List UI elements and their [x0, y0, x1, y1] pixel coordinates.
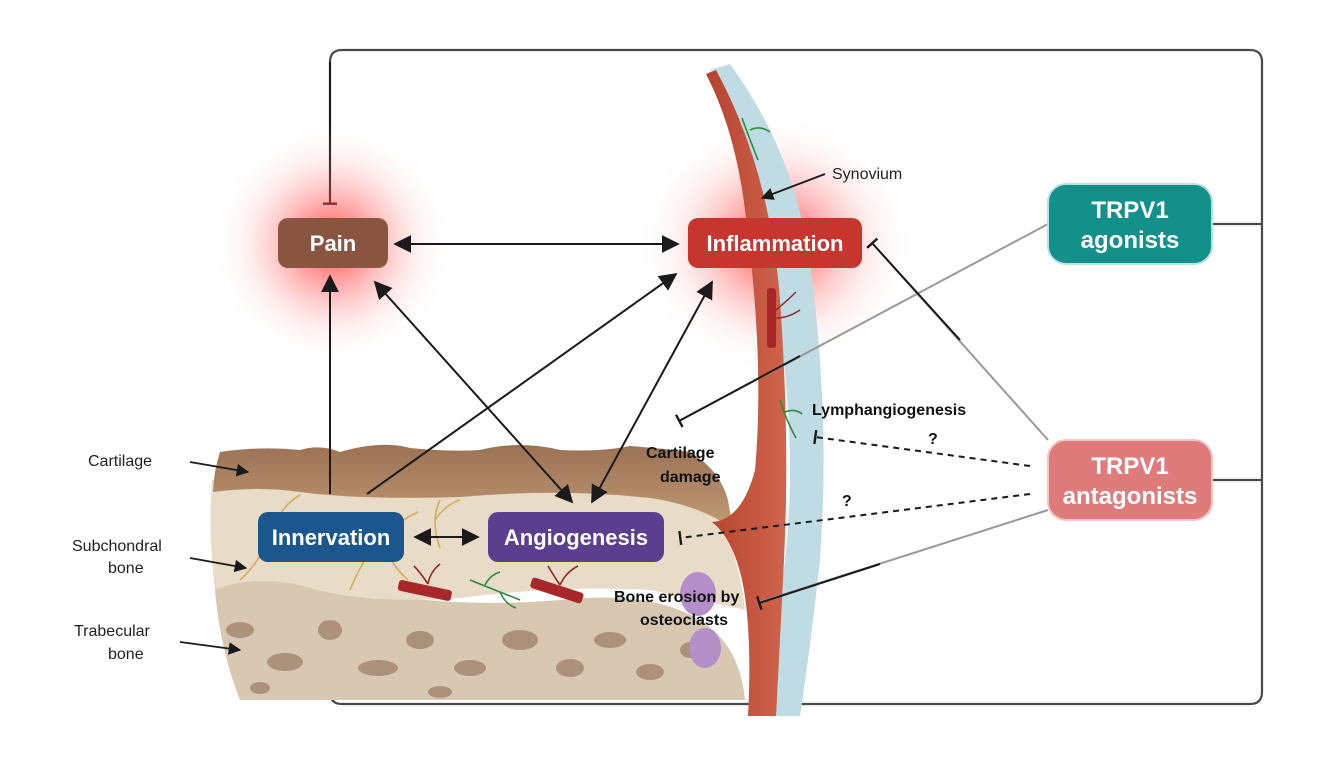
inflammation-label: Inflammation	[707, 231, 844, 256]
trpv1-antagonists-node: TRPV1 antagonists	[1048, 440, 1212, 520]
pain-node: Pain	[278, 218, 388, 268]
lymphangiogenesis-label: Lymphangiogenesis	[812, 402, 966, 419]
agonists-label-line2: agonists	[1081, 227, 1180, 254]
osteoclast	[689, 628, 721, 668]
antagonists-label-line2: antagonists	[1063, 483, 1198, 510]
unknown-mark-1: ?	[928, 431, 938, 448]
bone-erosion-label-line2: osteoclasts	[640, 612, 728, 629]
subchondral-label-line2: bone	[108, 560, 144, 577]
angiogenesis-node: Angiogenesis	[488, 512, 664, 562]
bone-erosion-label-line1: Bone erosion by	[614, 589, 739, 606]
antagonists-label-line1: TRPV1	[1091, 453, 1168, 480]
trpv1-agonists-node: TRPV1 agonists	[1048, 184, 1212, 264]
inflammation-node: Inflammation	[688, 218, 862, 268]
cartilage-label: Cartilage	[88, 453, 152, 470]
trabecular-label-line1: Trabecular	[74, 623, 151, 640]
antagonists-inhibit-lymphangiogenesis	[815, 437, 1030, 466]
cartilage-damage-label-line1: Cartilage	[646, 445, 715, 462]
pain-label: Pain	[310, 231, 356, 256]
synovium-label: Synovium	[832, 166, 902, 183]
innervation-label: Innervation	[272, 525, 391, 550]
unknown-mark-2: ?	[842, 493, 852, 510]
trabecular-label-line2: bone	[108, 646, 144, 663]
agonists-label-line1: TRPV1	[1091, 197, 1168, 224]
cartilage-damage-label-line2: damage	[660, 469, 721, 486]
subchondral-label-line1: Subchondral	[72, 538, 162, 555]
innervation-node: Innervation	[258, 512, 404, 562]
angiogenesis-label: Angiogenesis	[504, 525, 648, 550]
